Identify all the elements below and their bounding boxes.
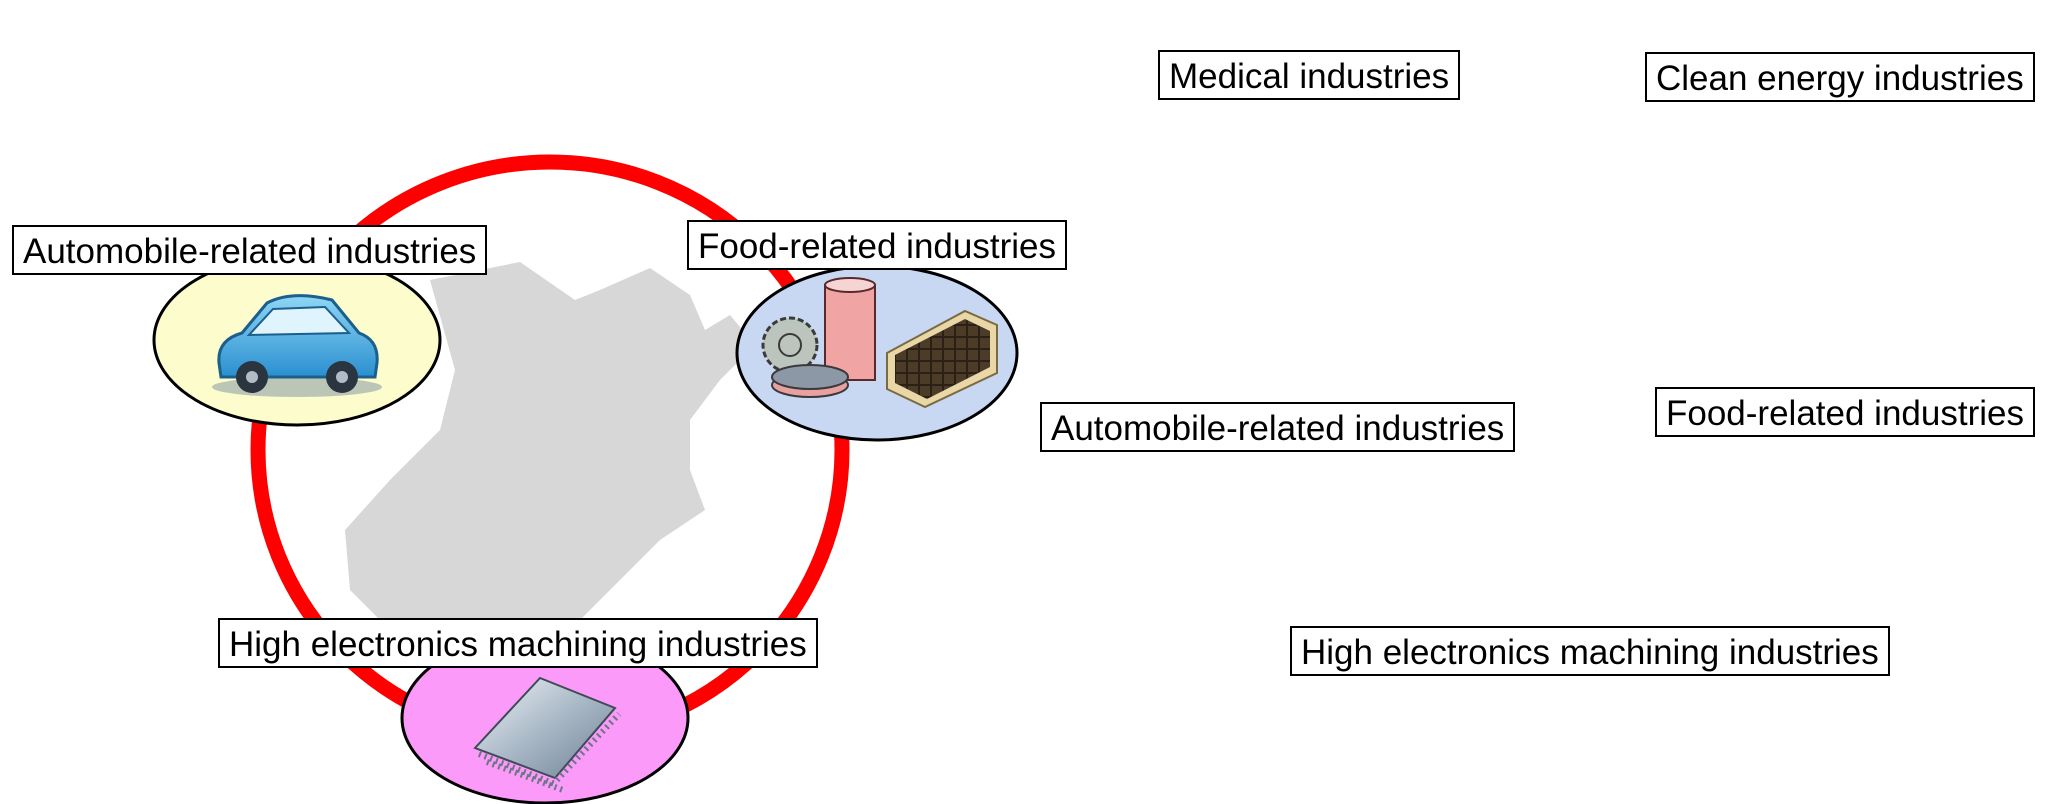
- clean-energy-label-right: Clean energy industries: [1645, 52, 2035, 102]
- electronics-cluster-left: [400, 631, 690, 804]
- automobile-label-left: Automobile-related industries: [12, 225, 488, 275]
- car-icon: [212, 294, 382, 397]
- microchip-icon: [473, 676, 622, 793]
- food-label-right: Food-related industries: [1655, 387, 2035, 437]
- electronics-label-left: High electronics machining industries: [218, 618, 818, 668]
- automobile-label-right: Automobile-related industries: [1040, 402, 1516, 452]
- canned-food-icon: [761, 277, 998, 409]
- food-cluster-left: [735, 264, 1019, 442]
- food-label-left: Food-related industries: [687, 220, 1067, 270]
- automobile-cluster-left: [152, 253, 442, 427]
- left-panel: [152, 154, 1019, 804]
- medical-label-right: Medical industries: [1158, 50, 1461, 100]
- map-silhouette-left: [345, 262, 755, 690]
- electronics-label-right: High electronics machining industries: [1290, 626, 1890, 676]
